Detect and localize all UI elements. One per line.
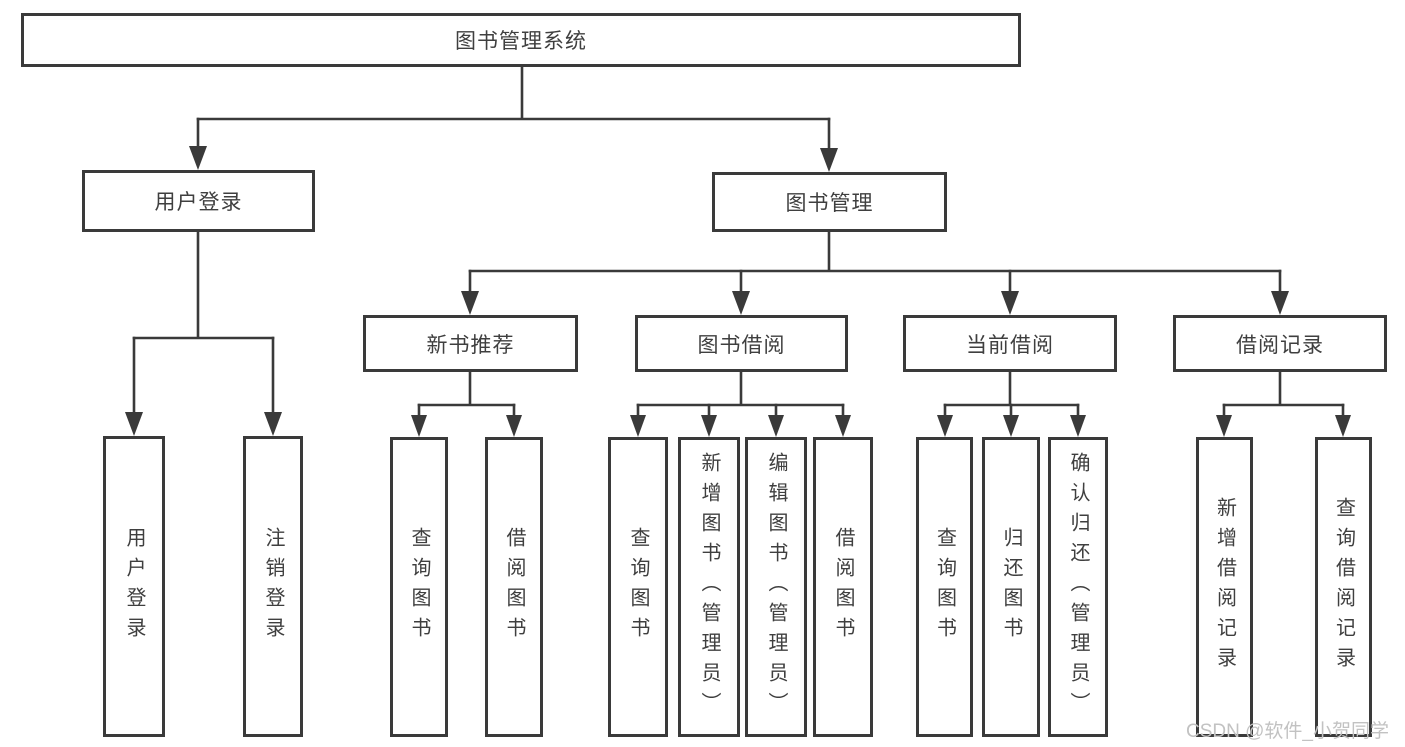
node-book-management: 图书管理 (712, 172, 947, 232)
arrowhead (820, 148, 838, 172)
node-borrow-books-borrowing: 借阅图书 (813, 437, 873, 737)
node-label: 查询图书 (408, 527, 430, 647)
arrowhead (630, 415, 646, 437)
arrowhead (1070, 415, 1086, 437)
arrowhead (835, 415, 851, 437)
node-label: 图书借阅 (697, 333, 786, 357)
node-label: 图书管理系统 (455, 30, 587, 53)
node-user-login: 用户登录 (82, 170, 315, 232)
connector-new-book-recommend-children (411, 370, 522, 437)
node-borrowing-records: 借阅记录 (1173, 315, 1387, 372)
node-query-books-recommend: 查询图书 (390, 437, 448, 737)
node-label: 新书推荐 (426, 333, 515, 357)
node-confirm-return-admin: 确认归还（管理员） (1048, 437, 1108, 737)
arrowhead (1216, 415, 1232, 437)
connector-book-borrowing-children (630, 370, 851, 437)
node-label: 借阅图书 (503, 527, 525, 647)
connector-root-to-level2 (189, 65, 838, 172)
node-new-book-recommend: 新书推荐 (363, 315, 578, 372)
node-label: 当前借阅 (966, 333, 1054, 357)
arrowhead (937, 415, 953, 437)
node-add-book-admin: 新增图书（管理员） (678, 437, 740, 737)
node-logout: 注销登录 (243, 436, 303, 737)
connector-book-management-children (461, 230, 1289, 315)
node-label: 借阅图书 (832, 527, 854, 647)
node-current-borrowing: 当前借阅 (903, 315, 1117, 372)
connector-borrowing-records-children (1216, 370, 1351, 437)
node-label: 查询借阅记录 (1332, 497, 1355, 677)
node-library-management-system: 图书管理系统 (21, 13, 1021, 67)
node-edit-book-admin: 编辑图书（管理员） (745, 437, 807, 737)
node-label: 查询图书 (627, 527, 649, 647)
node-return-book: 归还图书 (982, 437, 1040, 737)
arrowhead (189, 146, 207, 170)
node-add-borrow-record: 新增借阅记录 (1196, 437, 1253, 737)
node-query-books-borrowing: 查询图书 (608, 437, 668, 737)
node-borrow-books-recommend: 借阅图书 (485, 437, 543, 737)
node-book-borrowing: 图书借阅 (635, 315, 848, 372)
node-label: 查询图书 (933, 527, 956, 647)
arrowhead (1335, 415, 1351, 437)
arrowhead (701, 415, 717, 437)
node-label: 归还图书 (1000, 527, 1022, 647)
arrowhead (768, 415, 784, 437)
connector-current-borrowing-children (937, 370, 1086, 437)
arrowhead (125, 412, 143, 436)
node-label: 注销登录 (262, 526, 284, 647)
node-label: 用户登录 (154, 191, 243, 214)
node-query-borrow-record: 查询借阅记录 (1315, 437, 1372, 737)
node-label: 新增借阅记录 (1213, 497, 1236, 677)
node-label: 编辑图书（管理员） (765, 452, 787, 722)
arrowhead (1271, 291, 1289, 315)
node-query-books-current: 查询图书 (916, 437, 973, 737)
arrowhead (1001, 291, 1019, 315)
node-user-login-leaf: 用户登录 (103, 436, 165, 737)
node-label: 确认归还（管理员） (1067, 452, 1089, 722)
arrowhead (1003, 415, 1019, 437)
node-label: 借阅记录 (1236, 333, 1324, 357)
node-label: 新增图书（管理员） (698, 452, 720, 722)
arrowhead (411, 415, 427, 437)
arrowhead (506, 415, 522, 437)
csdn-watermark: CSDN @软件_小贺同学 (1186, 721, 1389, 742)
node-label: 图书管理 (785, 192, 874, 215)
node-label: 用户登录 (123, 526, 145, 647)
arrowhead (461, 291, 479, 315)
arrowhead (264, 412, 282, 436)
arrowhead (732, 291, 750, 315)
connector-user-login-children (125, 230, 282, 436)
